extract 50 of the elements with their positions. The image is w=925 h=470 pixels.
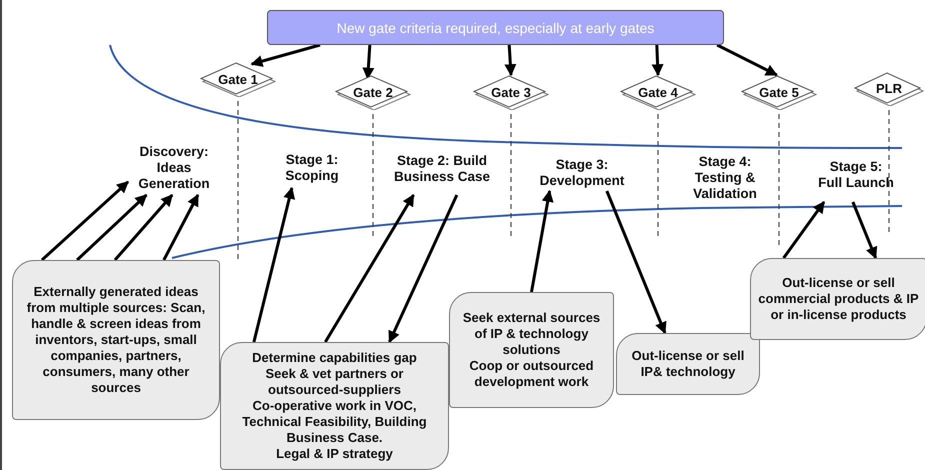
note-box — [616, 333, 760, 395]
gate-diamond — [335, 75, 411, 110]
arrow — [250, 44, 320, 67]
arrow — [252, 186, 296, 342]
gate-label: Gate 5 — [759, 84, 799, 100]
stage-label: Stage 5: Full Launch — [817, 148, 895, 202]
note-box — [449, 292, 614, 408]
gate-diamond — [473, 75, 549, 110]
arrow — [652, 44, 664, 76]
banner-text: New gate criteria required, especially at early gates — [336, 20, 654, 36]
note-text: Co-operative work in VOC, Technical Feasibility, Building Business Case. — [241, 398, 428, 446]
gate-diamond — [854, 72, 924, 106]
arrow — [40, 180, 129, 262]
note-text: Seek & vet partners or outsourced-suppliers — [264, 366, 404, 398]
gate-diamond — [620, 75, 696, 110]
note-box — [750, 258, 925, 340]
arrow — [324, 194, 415, 343]
arrow — [852, 201, 878, 260]
gate-diamond — [200, 62, 276, 97]
note-text: Seek external sources of IP & technology solutions — [462, 310, 602, 358]
arrow — [504, 44, 516, 76]
arrow — [114, 194, 174, 261]
gate-label: Gate 2 — [353, 84, 393, 100]
note-text: Legal & IP strategy — [276, 446, 393, 462]
note-text: Externally generated ideas from multiple sources: Scan, handle & screen ideas from inventors, start-ups, small companies, partners, consumers, many other sources — [26, 284, 206, 396]
arrow — [530, 190, 554, 292]
gate-label: PLR — [876, 81, 902, 97]
arrow — [162, 194, 200, 261]
arrow — [388, 194, 458, 344]
arrow — [76, 194, 148, 262]
stage-label: Discovery: Ideas Generation — [128, 140, 220, 195]
note-text: Coop or outsourced development work — [468, 358, 595, 390]
criteria-banner — [267, 10, 724, 45]
arrow — [716, 44, 778, 76]
arrow — [782, 201, 826, 259]
gate-label: Gate 4 — [638, 84, 678, 100]
note-text: Out-license or sell commercial products & IP or in-license products — [757, 275, 920, 323]
note-box — [220, 342, 449, 470]
note-box — [12, 260, 220, 420]
stage-label: Stage 3: Development — [528, 155, 636, 191]
gate-label: Gate 1 — [218, 72, 258, 88]
arrow — [605, 190, 666, 334]
gate-label: Gate 3 — [491, 84, 531, 100]
stage-label: Stage 4: Testing & Validation — [680, 153, 770, 203]
stage-label: Stage 2: Build Business Case — [385, 143, 499, 195]
stage-label: Stage 1: Scoping — [270, 148, 354, 188]
gate-diamond — [741, 75, 817, 110]
note-text: Out-license or sell IP& technology — [630, 348, 746, 380]
arrow — [362, 44, 374, 80]
note-text: Determine capabilities gap — [252, 350, 417, 366]
